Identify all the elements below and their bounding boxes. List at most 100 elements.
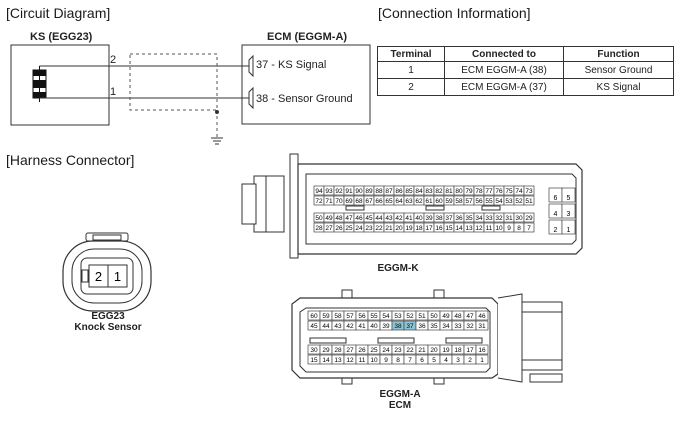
- ecm-box: [241, 44, 371, 125]
- eggmk-side-pin: 5: [567, 195, 571, 202]
- eggma-pin: 16: [478, 347, 486, 354]
- eggmk-pin: 24: [355, 225, 363, 232]
- eggmk-pin: 92: [335, 188, 343, 195]
- ks-box: [10, 44, 110, 126]
- eggma-pin: 1: [480, 357, 484, 364]
- egg23-caption: EGG23: [91, 311, 125, 322]
- eggmk-pin: 11: [486, 225, 493, 232]
- eggmk-pin: 82: [435, 188, 443, 195]
- eggmk-pin: 51: [525, 198, 533, 205]
- eggmk-pin: 68: [355, 198, 363, 205]
- egg23-connector: 2 1: [62, 232, 152, 312]
- eggmk-side-pin: 6: [554, 195, 558, 202]
- ecm-terminal-37: [248, 54, 254, 78]
- eggmk-pin: 37: [445, 215, 453, 222]
- eggma-pin: 56: [358, 313, 366, 320]
- eggmk-pin: 59: [445, 198, 453, 205]
- eggmk-pin: 8: [517, 225, 521, 232]
- eggma-pin: 14: [322, 357, 330, 364]
- table-row: 1 ECM EGGM-A (38) Sensor Ground: [377, 61, 674, 79]
- eggmk-pin: 12: [475, 225, 483, 232]
- eggmk-pin: 57: [465, 198, 473, 205]
- eggma-pin: 48: [454, 313, 462, 320]
- eggmk-side-pin: 2: [554, 227, 558, 234]
- eggmk-pin: 16: [435, 225, 443, 232]
- eggmk-pin: 31: [505, 215, 513, 222]
- eggmk-pin: 44: [375, 215, 383, 222]
- eggma-pin: 46: [478, 313, 486, 320]
- eggma-pin: 13: [334, 357, 342, 364]
- eggmk-pin: 32: [495, 215, 503, 222]
- eggma-pin: 38: [394, 323, 402, 330]
- eggmk-pin: 91: [345, 188, 353, 195]
- eggmk-pin: 73: [525, 188, 533, 195]
- eggmk-pin: 41: [405, 215, 413, 222]
- eggmk-pin: 58: [455, 198, 463, 205]
- eggma-pin: 9: [384, 357, 388, 364]
- eggma-pin: 55: [370, 313, 378, 320]
- ks-signal-label: 37 - KS Signal: [256, 59, 327, 71]
- circuit-diagram-title: [Circuit Diagram]: [6, 5, 111, 21]
- eggmk-pin: 52: [515, 198, 523, 205]
- eggma-pin: 20: [430, 347, 438, 354]
- eggmk-pin: 14: [455, 225, 463, 232]
- eggmk-pin: 63: [405, 198, 413, 205]
- eggmk-side-pin: 3: [567, 211, 571, 218]
- eggma-pin: 11: [359, 357, 366, 364]
- egg23-caption-2: Knock Sensor: [74, 322, 142, 333]
- eggmk-pin: 86: [395, 188, 403, 195]
- header-terminal: Terminal: [377, 46, 445, 62]
- eggma-pin: 53: [394, 313, 402, 320]
- eggma-pin: 30: [310, 347, 318, 354]
- cell-function: Sensor Ground: [563, 61, 674, 79]
- eggma-pin: 52: [406, 313, 414, 320]
- eggma-pin: 22: [406, 347, 414, 354]
- cell-connected-to: ECM EGGM-A (37): [444, 78, 564, 96]
- eggmk-pin: 33: [485, 215, 493, 222]
- eggmk-pin: 93: [325, 188, 333, 195]
- sensor-ground-label: 38 - Sensor Ground: [256, 93, 353, 105]
- eggmk-pin: 74: [515, 188, 523, 195]
- eggma-pin: 51: [418, 313, 426, 320]
- eggmk-pin: 56: [475, 198, 483, 205]
- cell-connected-to: ECM EGGM-A (38): [444, 61, 564, 79]
- eggmk-pin: 15: [445, 225, 453, 232]
- eggma-pin: 37: [406, 323, 414, 330]
- eggmk-pin: 85: [405, 188, 413, 195]
- eggma-pin: 15: [310, 357, 318, 364]
- eggmk-pin: 25: [345, 225, 353, 232]
- eggmk-pin: 47: [345, 215, 353, 222]
- eggma-pin: 47: [466, 313, 474, 320]
- egg23-pin: 1: [114, 269, 121, 284]
- eggmk-pin: 72: [315, 198, 323, 205]
- eggmk-side-pin: 4: [554, 211, 558, 218]
- eggma-pin: 3: [456, 357, 460, 364]
- eggmk-pin: 28: [315, 225, 323, 232]
- eggmk-pin: 71: [325, 198, 333, 205]
- shield-box: [129, 53, 218, 111]
- eggmk-pin: 50: [315, 215, 323, 222]
- eggma-pin: 35: [430, 323, 438, 330]
- eggmk-pin: 65: [385, 198, 393, 205]
- eggma-pin: 5: [432, 357, 436, 364]
- eggma-pin: 23: [394, 347, 402, 354]
- eggmk-side-pin: 1: [567, 227, 571, 234]
- eggma-pin: 42: [346, 323, 354, 330]
- egg23-pin: 2: [95, 269, 102, 284]
- eggmk-pin: 23: [365, 225, 373, 232]
- eggmk-pin: 81: [445, 188, 453, 195]
- eggmk-pin: 75: [505, 188, 513, 195]
- eggma-pin: 21: [418, 347, 426, 354]
- eggmk-pin: 67: [365, 198, 373, 205]
- eggmk-pin: 64: [395, 198, 403, 205]
- eggmk-pin: 21: [385, 225, 393, 232]
- eggma-pin: 49: [442, 313, 450, 320]
- eggmk-pin: 53: [505, 198, 513, 205]
- eggmk-pin: 55: [485, 198, 493, 205]
- eggmk-pin: 17: [425, 225, 433, 232]
- eggma-caption-2: ECM: [388, 400, 412, 411]
- eggmk-pin: 42: [395, 215, 403, 222]
